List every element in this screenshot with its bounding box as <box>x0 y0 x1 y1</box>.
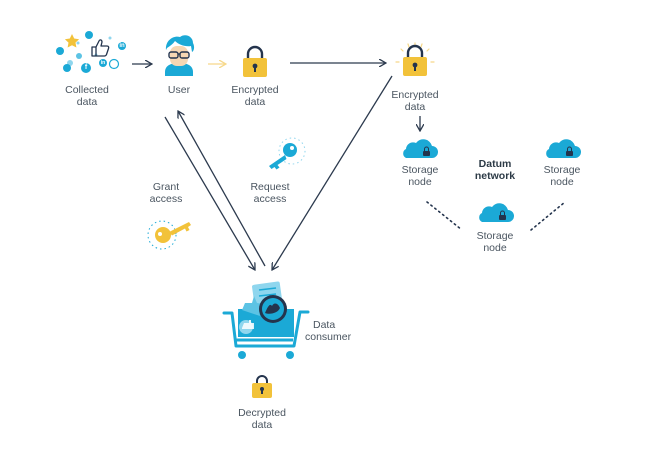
label-line: node <box>483 242 507 254</box>
encrypted-data-label-b: Encrypted data <box>380 89 450 113</box>
arrow-consumer-to-user <box>178 111 266 267</box>
storage-node-label: Storage node <box>385 164 455 188</box>
shopping-cart-icon <box>222 281 310 359</box>
user-label: User <box>149 84 209 96</box>
data-consumer-label: Data consumer <box>305 319 365 343</box>
lock-glow-icon <box>395 42 435 76</box>
social-badge-facebook: f <box>84 64 88 71</box>
datum-network-label: Datum network <box>460 158 530 182</box>
key-gold-icon <box>147 220 191 250</box>
label-line: data <box>244 96 266 108</box>
label-line: Encrypted <box>231 84 279 96</box>
label-line: User <box>167 84 191 96</box>
label-line: Storage <box>543 164 581 176</box>
storage-node-label: Storage node <box>527 164 597 188</box>
request-access-label: Request access <box>235 181 305 205</box>
label-line: Storage <box>476 230 514 242</box>
storage-node-label: Storage node <box>460 230 530 254</box>
label-line: data <box>76 96 98 108</box>
arrow-encrypted-to-consumer <box>272 75 393 270</box>
label-line: data <box>404 101 426 113</box>
label-line: network <box>474 170 516 182</box>
label-line: Request <box>250 181 290 193</box>
label-line: node <box>408 176 432 188</box>
social-media-cluster-icon <box>56 31 126 73</box>
encrypted-data-label: Encrypted data <box>220 84 290 108</box>
lock-small-icon <box>252 375 272 398</box>
thumbs-up-icon <box>91 39 110 57</box>
label-line: access <box>149 193 183 205</box>
star-icon <box>64 34 80 48</box>
label-line: data <box>251 419 273 431</box>
label-line: node <box>550 176 574 188</box>
label-line: Data <box>313 319 336 331</box>
cloud-storage-icon <box>546 139 581 158</box>
label-line: Decrypted <box>238 407 286 419</box>
label-line: access <box>253 193 287 205</box>
social-badge-linkedin: in <box>119 43 125 49</box>
grant-access-label: Grant access <box>131 181 201 205</box>
network-dotted-line <box>426 201 463 231</box>
label-line: Storage <box>401 164 439 176</box>
social-badge-linkedin-small: in <box>100 60 106 66</box>
collected-data-label: Collected data <box>52 84 122 108</box>
label-line: Collected <box>65 84 109 96</box>
key-blue-icon <box>269 137 306 170</box>
label-line: Encrypted <box>391 89 439 101</box>
network-dotted-line <box>530 201 566 231</box>
lock-icon <box>243 45 267 77</box>
decrypted-data-label: Decrypted data <box>225 407 299 431</box>
user-avatar-icon <box>165 35 195 76</box>
label-line: Datum <box>478 158 512 170</box>
cloud-storage-icon <box>403 139 438 158</box>
label-line: consumer <box>305 331 352 343</box>
arrow-user-to-consumer <box>164 116 255 270</box>
cloud-storage-icon <box>479 203 514 222</box>
label-line: Grant <box>152 181 180 193</box>
